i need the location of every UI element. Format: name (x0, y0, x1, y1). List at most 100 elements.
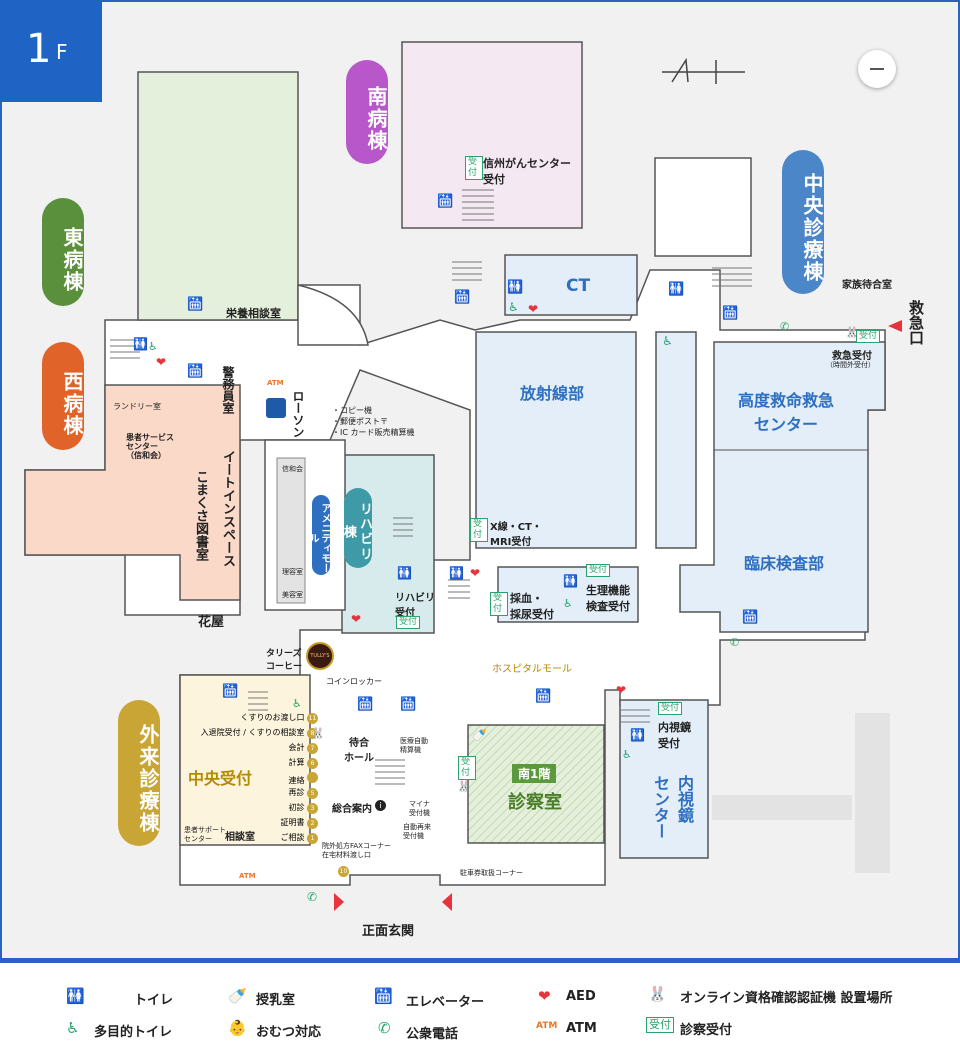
legend: 🚻 トイレ ♿ 多目的トイレ 🍼 授乳室 👶 おむつ対応 🛗 エレベーター ✆ … (0, 960, 960, 1061)
label-main-entrance: 正面玄関 (362, 924, 415, 939)
label-waiting-hall: 待合 ホール (344, 738, 374, 764)
phone-icon: ✆ (780, 320, 790, 333)
label-emergency-hours: （時間外受付） (826, 361, 875, 369)
label-laundry: ランドリー室 (113, 402, 161, 411)
tag-nishi: 西病棟 (42, 342, 84, 450)
badge-consultation: 受付 (458, 756, 476, 780)
label-consult-room: 相談室 (225, 832, 255, 843)
legend-label-aed: AED (566, 989, 596, 1004)
atm-icon: ATM (536, 1021, 557, 1031)
label-xray-reception: X線・CT・ MRI受付 (490, 522, 542, 548)
counter-row: 証明書 2 (186, 817, 318, 832)
minus-icon (870, 68, 884, 70)
accessible-toilet-icon: ♿ (563, 597, 573, 610)
phone-icon: ✆ (307, 890, 318, 904)
elevator-icon: 🛗 (222, 684, 239, 699)
online-id-icon: 🐰 (845, 326, 859, 339)
floor-suffix: F (56, 40, 68, 64)
aed-icon: ❤ (351, 612, 362, 626)
legend-label-elevator: エレベーター (406, 995, 485, 1010)
counter-number: 8 (307, 728, 318, 739)
counter-number: 6 (307, 758, 318, 769)
higashi-ward (137, 71, 369, 346)
counter-label: 入退院受付 / くすりの相談室 (200, 728, 305, 737)
counter-10: 10 (338, 866, 349, 877)
label-emergency-center: 高度救命救急 センター (738, 391, 835, 434)
label-family-waiting: 家族待合室 (842, 280, 892, 291)
aed-icon: ❤ (156, 355, 167, 369)
aed-icon: ❤ (528, 302, 539, 316)
accessible-toilet-icon: ♿ (66, 1019, 80, 1037)
label-endoscopy-reception: 内視鏡 受付 (658, 721, 691, 750)
counter-list: くすりのお渡し口 11 入退院受付 / くすりの相談室 8 会計 7 計算 6 … (186, 712, 318, 847)
counter-row: 会計 7 (186, 742, 318, 757)
toilet-icon: 🚻 (668, 282, 685, 297)
legend-label-nursing: 授乳室 (256, 993, 296, 1008)
label-police: 警務員室 (221, 366, 235, 414)
label-tullys: タリーズ コーヒー (266, 649, 303, 672)
toilet-icon: 🚻 (507, 280, 524, 295)
label-general-info: 総合案内 (332, 804, 372, 815)
counter-row: 再診 5 (186, 787, 318, 802)
toilet-icon: 🚻 (563, 574, 578, 588)
label-patient-support: 患者サポート センター (184, 826, 226, 843)
counter-number: 3 (307, 803, 318, 814)
legend-atm-text: ATM (536, 1021, 558, 1031)
counter-number (307, 772, 318, 783)
label-ct: CT (566, 276, 591, 296)
label-physio-exam: 生理機能 検査受付 (586, 584, 630, 613)
legend-label-toilet: トイレ (134, 993, 174, 1008)
label-emergency-reception: 救急受付 (832, 351, 872, 362)
elevator-icon: 🛗 (437, 194, 454, 209)
counter-label: 証明書 (280, 818, 305, 827)
label-blood-urine: 採血・ 採尿受付 (510, 592, 554, 621)
tullys-logo: TULLY'S (306, 642, 334, 670)
floor-map: 1 F 南病棟 東病棟 西病棟 中央診療棟 外来診療棟 リハビリ棟 アメニティモ… (0, 0, 960, 960)
elevator-icon: 🛗 (187, 297, 204, 312)
online-id-icon: 🐰 (311, 727, 325, 740)
counter-row: ご相談 1 (186, 832, 318, 847)
legend-label-accessible: 多目的トイレ (94, 1025, 173, 1040)
label-endoscopy-center: 内視鏡 センター (651, 775, 694, 839)
diaper-icon: 👶 (228, 1019, 247, 1037)
badge-xray: 受付 (470, 518, 488, 542)
label-atm-lawson: ATM (267, 379, 284, 387)
label-lawson: ローソン (291, 390, 305, 438)
minami-ward (401, 41, 583, 229)
label-auto-revisit: 自動再来 受付機 (403, 823, 431, 840)
counter-row: くすりのお渡し口 11 (186, 712, 318, 727)
nursing-room-icon: 🍼 (472, 728, 487, 742)
accessible-toilet-icon: ♿ (662, 334, 673, 348)
accessible-toilet-icon: ♿ (292, 697, 302, 710)
aed-icon: ❤ (538, 987, 551, 1005)
zoom-out-button[interactable] (858, 50, 896, 88)
label-patient-service: 患者サービス センター （信和会） (126, 433, 174, 460)
counter-number: 1 (307, 833, 318, 844)
label-emergency-entrance: 救急口 (907, 300, 925, 345)
label-radiology: 放射線部 (520, 384, 585, 403)
nursing-room-icon: 🍼 (228, 987, 247, 1005)
counter-number: 2 (307, 818, 318, 829)
aed-icon: ❤ (470, 566, 481, 580)
label-central-reception: 中央受付 (188, 769, 253, 788)
elevator-icon: 🛗 (722, 306, 739, 321)
badge-endoscopy: 受付 (658, 702, 683, 715)
counter-row: 入退院受付 / くすりの相談室 8 (186, 727, 318, 742)
legend-label-online-id: オンライン資格確認認証機 設置場所 (680, 991, 893, 1006)
toilet-icon: 🚻 (397, 566, 412, 580)
elevator-icon: 🛗 (374, 987, 393, 1005)
counter-label: 計算 (288, 758, 305, 767)
counter-label: 会計 (288, 743, 305, 752)
badge-cancer: 受付 (465, 156, 483, 180)
counter-number: 11 (307, 713, 318, 724)
elevator-icon: 🛗 (357, 697, 374, 712)
tag-amenity: アメニティモール (307, 495, 330, 575)
floor-number: 1 (26, 26, 52, 72)
badge-blood: 受付 (490, 592, 508, 616)
counter-label: 再診 (288, 788, 305, 797)
phone-icon: ✆ (378, 1019, 391, 1037)
counter-number: 5 (307, 788, 318, 799)
counter-row: 連絡 (186, 772, 318, 787)
label-hospital-mall: ホスピタルモール (492, 664, 572, 675)
label-flower-shop: 花屋 (198, 615, 225, 630)
